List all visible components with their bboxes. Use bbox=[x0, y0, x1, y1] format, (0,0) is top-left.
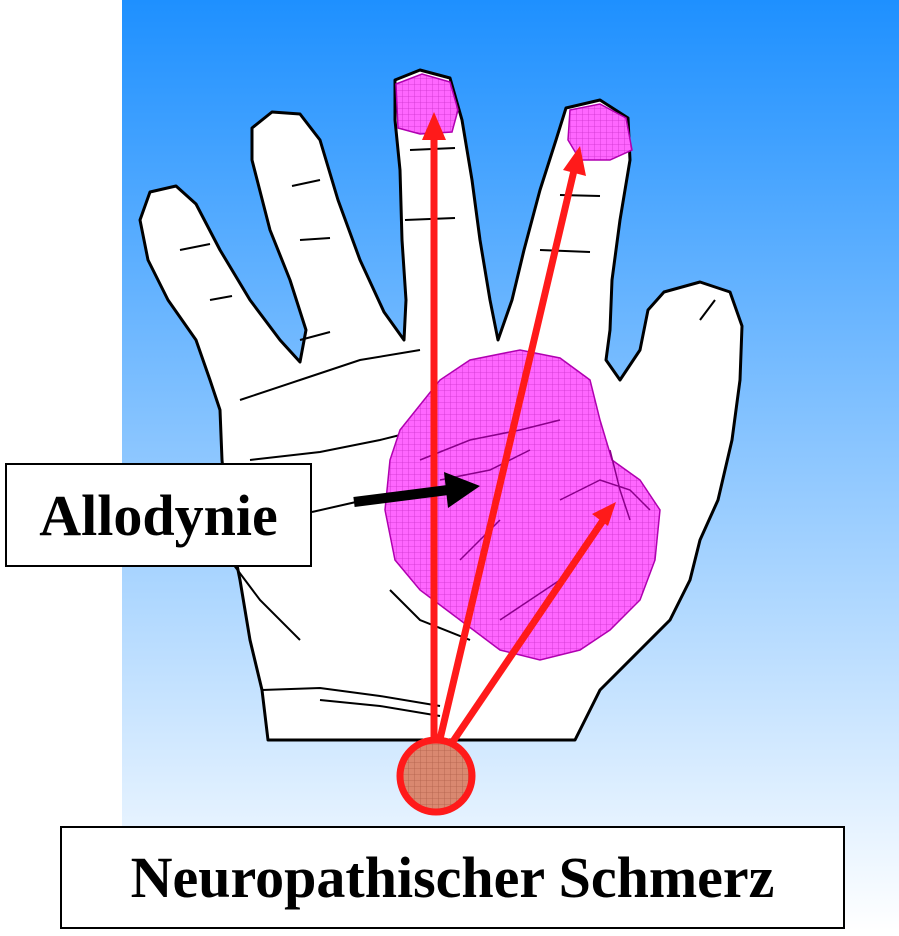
neuropathic-pain-label: Neuropathischer Schmerz bbox=[60, 826, 845, 929]
allodynia-area-middle-fingertip bbox=[396, 74, 458, 134]
allodynie-label-text: Allodynie bbox=[39, 482, 278, 549]
neuropathic-pain-label-text: Neuropathischer Schmerz bbox=[131, 844, 775, 911]
allodynie-label: Allodynie bbox=[5, 463, 312, 567]
nerve-lesion-origin-circle bbox=[400, 740, 472, 812]
